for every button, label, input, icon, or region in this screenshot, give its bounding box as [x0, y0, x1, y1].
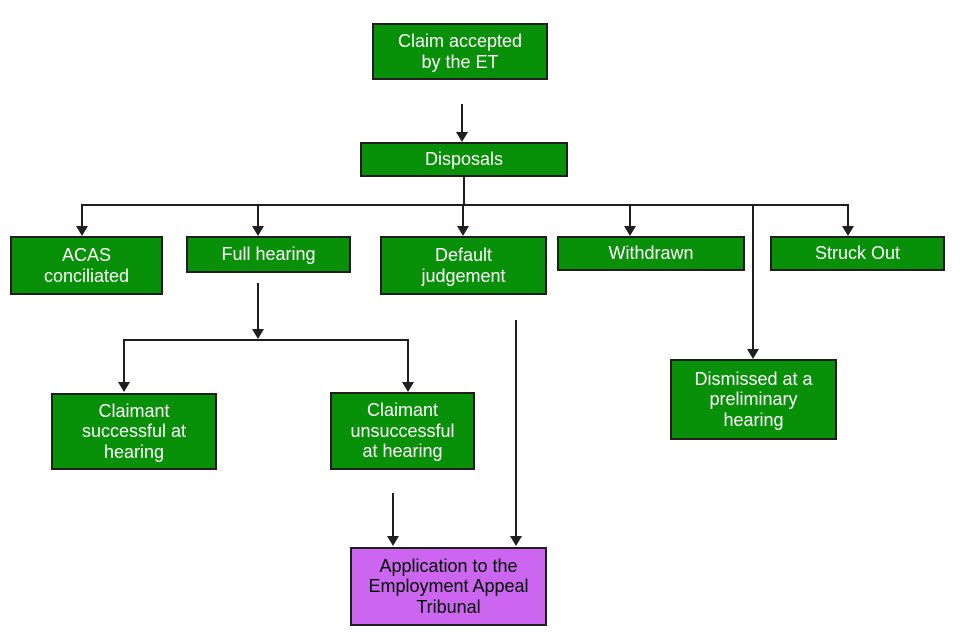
connector-unsuccessful-to-appeal — [392, 493, 394, 536]
connector-disposals-branch-line — [81, 204, 849, 206]
node-claimant-successful: Claimant successful at hearing — [51, 393, 217, 470]
node-withdrawn: Withdrawn — [557, 236, 745, 271]
arrowhead-into-acas — [76, 226, 88, 236]
node-struck-out: Struck Out — [770, 236, 945, 271]
arrowhead-full-hearing-branch — [252, 329, 264, 339]
connector-default-judgement-to-appeal — [515, 320, 517, 536]
arrowhead-into-default-judgement — [457, 226, 469, 236]
node-dismissed-preliminary-hearing: Dismissed at a preliminary hearing — [670, 359, 837, 440]
connector-to-dismissed — [752, 204, 754, 350]
node-full-hearing: Full hearing — [186, 236, 351, 273]
connector-claim-to-disposals — [461, 104, 463, 133]
arrowhead-into-full-hearing — [252, 226, 264, 236]
connector-to-full-hearing — [257, 204, 259, 227]
connector-to-default-judgement — [462, 204, 464, 227]
connector-to-claimant-unsuccessful — [407, 340, 409, 382]
arrowhead-into-claimant-successful — [118, 382, 130, 392]
connector-full-hearing-branch-line — [123, 339, 409, 341]
arrowhead-into-struck-out — [842, 226, 854, 236]
arrowhead-default-judgement-into-appeal — [510, 536, 522, 546]
node-disposals: Disposals — [360, 142, 568, 177]
arrowhead-into-disposals — [456, 132, 468, 142]
arrowhead-into-claimant-unsuccessful — [402, 382, 414, 392]
node-default-judgement: Default judgement — [380, 236, 547, 295]
node-employment-appeal-tribunal: Application to the Employment Appeal Tri… — [350, 547, 547, 626]
node-claim-accepted: Claim accepted by the ET — [372, 23, 548, 80]
connector-to-withdrawn — [629, 204, 631, 227]
arrowhead-into-withdrawn — [624, 226, 636, 236]
arrowhead-unsuccessful-into-appeal — [387, 536, 399, 546]
node-claimant-unsuccessful: Claimant unsuccessful at hearing — [330, 392, 475, 470]
arrowhead-into-dismissed — [747, 349, 759, 359]
connector-full-hearing-stem — [257, 283, 259, 330]
connector-to-acas — [81, 204, 83, 227]
connector-to-struck-out — [847, 204, 849, 227]
connector-to-claimant-successful — [123, 340, 125, 382]
node-acas-conciliated: ACAS conciliated — [10, 236, 163, 295]
connector-disposals-stem — [463, 177, 465, 205]
